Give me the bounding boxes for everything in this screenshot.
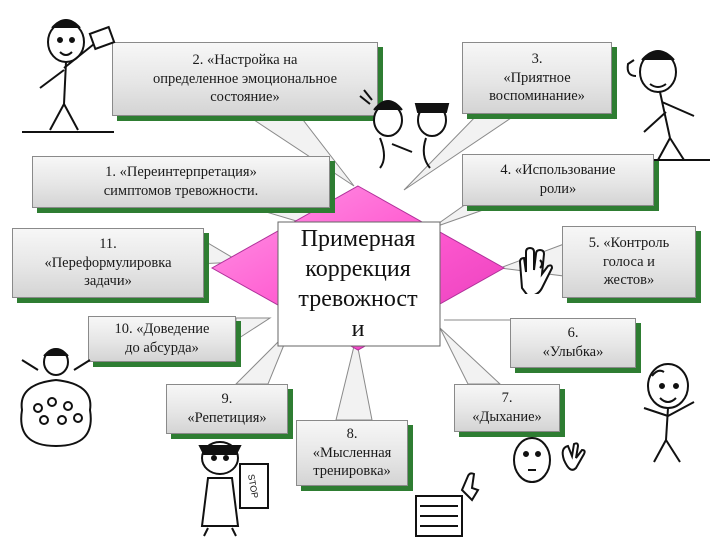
- center-title: Примерная коррекция тревожност и: [298, 226, 418, 342]
- technique-3-box: 3. «Приятное воспоминание»: [462, 42, 612, 114]
- cartoon-man-money-bag: [20, 348, 92, 448]
- callout-10: [235, 317, 272, 341]
- technique-10-box: 10. «Доведение до абсурда»: [88, 316, 236, 362]
- technique-9-box: 9. «Репетиция»: [166, 384, 288, 434]
- technique-1-box: 1. «Переинтерпретация» симптомов тревожн…: [32, 156, 330, 208]
- cartoon-bald-man: [643, 363, 695, 463]
- stop-sign-label: STOP: [246, 473, 260, 499]
- cartoon-couple: [359, 89, 450, 169]
- technique-5-box: 5. «Контроль голоса и жестов»: [562, 226, 696, 298]
- cartoon-head-breathing: [513, 437, 586, 483]
- technique-8-box: 8. «Мысленная тренировка»: [296, 420, 408, 486]
- cartoon-hand-gesture: [518, 246, 554, 294]
- technique-2-box: 2. «Настройка на определенное эмоциональ…: [112, 42, 378, 116]
- central-square: [277, 221, 441, 347]
- callout-4: [431, 203, 501, 229]
- cartoon-man-stop-sign: STOP: [198, 441, 269, 537]
- cartoon-man-thinking: [415, 472, 480, 537]
- technique-11-box: 11. «Переформулировка задачи»: [12, 228, 204, 298]
- technique-7-box: 7. «Дыхание»: [454, 384, 560, 432]
- cartoon-man-phone: [626, 50, 710, 161]
- callout-7: [439, 327, 502, 385]
- callout-8: [335, 337, 373, 421]
- cartoon-man-megaphone: [22, 19, 116, 133]
- technique-6-box: 6. «Улыбка»: [510, 318, 636, 368]
- technique-4-box: 4. «Использование роли»: [462, 154, 654, 206]
